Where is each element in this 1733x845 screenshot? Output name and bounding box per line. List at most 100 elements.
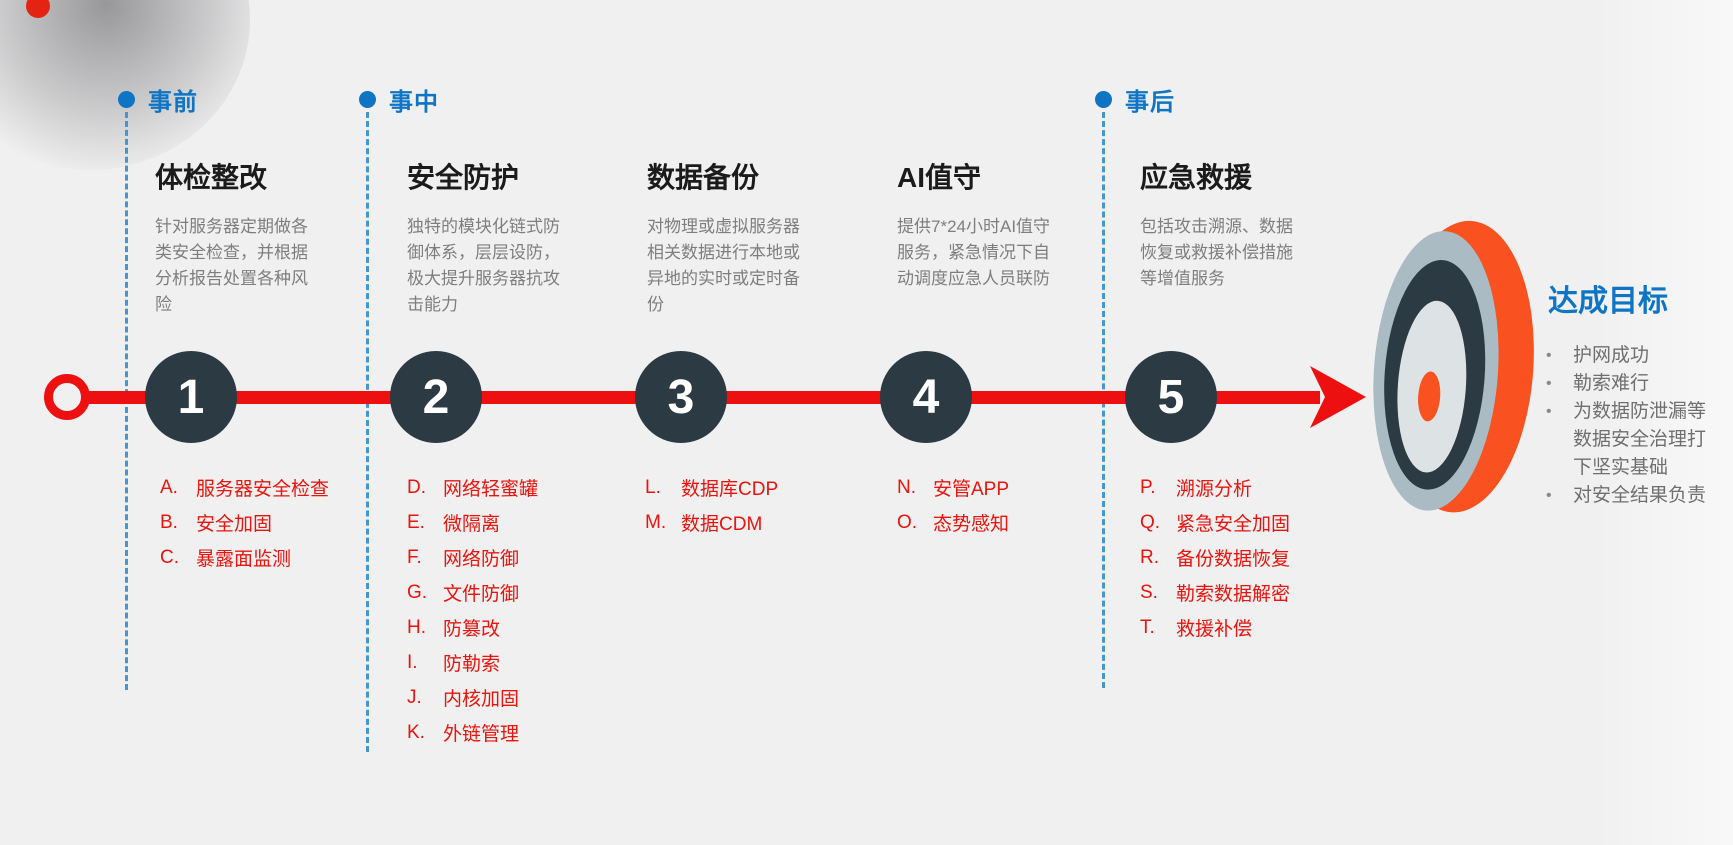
list-item: B. 安全加固 (160, 505, 329, 540)
phase-dot-icon (1095, 91, 1112, 108)
goal-text: 勒索难行 (1573, 373, 1650, 394)
goal-text: 对安全结果负责 (1573, 485, 1707, 506)
timeline-start-ring-icon (44, 374, 90, 420)
item-key: M. (645, 511, 667, 533)
bullet-icon: • (1546, 347, 1552, 364)
item-key: B. (160, 511, 178, 533)
goal-bullet: •对安全结果负责 (1546, 482, 1724, 510)
step-1-list: A. 服务器安全检查 B. 安全加固 C. 暴露面监测 (160, 470, 329, 575)
item-label: 内核加固 (443, 689, 520, 710)
item-label: 微隔离 (443, 514, 501, 535)
bullet-icon: • (1546, 375, 1552, 392)
list-item: E. 微隔离 (407, 505, 538, 540)
list-item: T. 救援补偿 (1140, 610, 1290, 645)
list-item: L. 数据库CDP (645, 470, 778, 505)
item-label: 数据库CDP (681, 479, 779, 500)
bullet-icon: • (1546, 403, 1552, 420)
list-item: C. 暴露面监测 (160, 540, 329, 575)
list-item: G.文件防御 (407, 575, 538, 610)
item-label: 服务器安全检查 (196, 479, 330, 500)
target-bullseye-icon (1373, 220, 1534, 513)
list-item: D. 网络轻蜜罐 (407, 470, 538, 505)
goal-bullet: • 勒索难行 (1546, 370, 1724, 398)
item-key: L. (645, 476, 661, 498)
step-5-list: P.溯源分析 Q.紧急安全加固 R.备份数据恢复 S.勒索数据解密 T.救援补偿 (1140, 470, 1290, 645)
column-desc: 包括攻击溯源、数据恢复或救援补偿措施等增值服务 (1140, 217, 1293, 288)
right-edge-glow (1593, 0, 1733, 845)
item-key: O. (897, 511, 918, 533)
phase-label-after: 事后 (1125, 89, 1175, 116)
item-label: 网络防御 (443, 549, 520, 570)
goal-list: • 护网成功 • 勒索难行 • 为数据防泄漏等数据安全治理打下坚实基础 •对安全结果负… (1546, 342, 1724, 510)
item-label: 溯源分析 (1176, 479, 1253, 500)
column-title: 应急救援 (1140, 162, 1253, 193)
arrow-right-icon (1310, 366, 1366, 428)
list-item: S. 勒索数据解密 (1140, 575, 1290, 610)
list-item: K. 外链管理 (407, 715, 538, 750)
step-number: 5 (1157, 370, 1185, 424)
step-circle-1: 1 (145, 351, 237, 443)
item-key: D. (407, 476, 426, 498)
column-title: 安全防护 (407, 162, 520, 193)
item-key: H. (407, 616, 426, 638)
item-key: R. (1140, 546, 1159, 568)
phase-dot-icon (118, 91, 135, 108)
list-item: A. 服务器安全检查 (160, 470, 329, 505)
goal-text: 为数据防泄漏等数据安全治理打下坚实基础 (1573, 401, 1707, 478)
item-key: G. (407, 581, 428, 603)
goal-text: 护网成功 (1573, 345, 1650, 366)
step-3-list: L. 数据库CDP M. 数据CDM (645, 470, 778, 540)
item-label: 安全加固 (196, 514, 273, 535)
list-item: M. 数据CDM (645, 505, 778, 540)
item-label: 勒索数据解密 (1176, 584, 1291, 605)
goal-bullet: • 护网成功 (1546, 342, 1724, 370)
step-number: 1 (177, 370, 205, 424)
phase-label-before: 事前 (148, 89, 198, 116)
step-number: 4 (912, 370, 940, 424)
column-desc: 提供7*24小时AI值守服务，紧急情况下自动调度应急人员联防 (897, 217, 1051, 288)
item-label: 数据CDM (681, 514, 763, 535)
column-title: AI值守 (897, 162, 982, 193)
item-label: 网络轻蜜罐 (443, 479, 539, 500)
column-desc: 对物理或虚拟服务器相关数据进行本地或异地的实时或定时备份 (647, 217, 800, 314)
item-label: 暴露面监测 (196, 549, 292, 570)
phase-guide-line (366, 112, 369, 752)
item-key: J. (407, 686, 422, 708)
column-title: 体检整改 (155, 162, 268, 193)
item-key: K. (407, 721, 425, 743)
phase-label-during: 事中 (389, 89, 439, 116)
item-key: A. (160, 476, 178, 498)
item-label: 态势感知 (933, 514, 1010, 535)
list-item: I. 防勒索 (407, 645, 538, 680)
step-circle-4: 4 (880, 351, 972, 443)
item-key: I. (407, 651, 418, 673)
corner-red-dot-icon (26, 0, 50, 18)
list-item: N. 安管APP (897, 470, 1009, 505)
item-key: N. (897, 476, 916, 498)
step-circle-5: 5 (1125, 351, 1217, 443)
item-key: C. (160, 546, 179, 568)
goal-title: 达成目标 (1548, 285, 1668, 318)
column-title: 数据备份 (647, 162, 760, 193)
list-item: Q.紧急安全加固 (1140, 505, 1290, 540)
item-key: E. (407, 511, 425, 533)
list-item: F.网络防御 (407, 540, 538, 575)
step-circle-3: 3 (635, 351, 727, 443)
item-label: 防篡改 (443, 619, 501, 640)
item-label: 防勒索 (443, 654, 501, 675)
item-key: Q. (1140, 511, 1161, 533)
list-item: H. 防篡改 (407, 610, 538, 645)
step-number: 2 (422, 370, 450, 424)
list-item: J. 内核加固 (407, 680, 538, 715)
column-desc: 独特的模块化链式防御体系，层层设防，极大提升服务器抗攻击能力 (407, 217, 560, 314)
item-key: T. (1140, 616, 1155, 638)
step-number: 3 (667, 370, 695, 424)
item-label: 救援补偿 (1176, 619, 1253, 640)
item-label: 安管APP (933, 479, 1010, 500)
list-item: R.备份数据恢复 (1140, 540, 1290, 575)
item-key: S. (1140, 581, 1158, 603)
step-2-list: D.网络轻蜜罐 E.微隔离 F.网络防御 G.文件防御 H.防篡改 I.防勒索 … (407, 470, 538, 750)
phase-dot-icon (359, 91, 376, 108)
item-label: 外链管理 (443, 724, 520, 745)
